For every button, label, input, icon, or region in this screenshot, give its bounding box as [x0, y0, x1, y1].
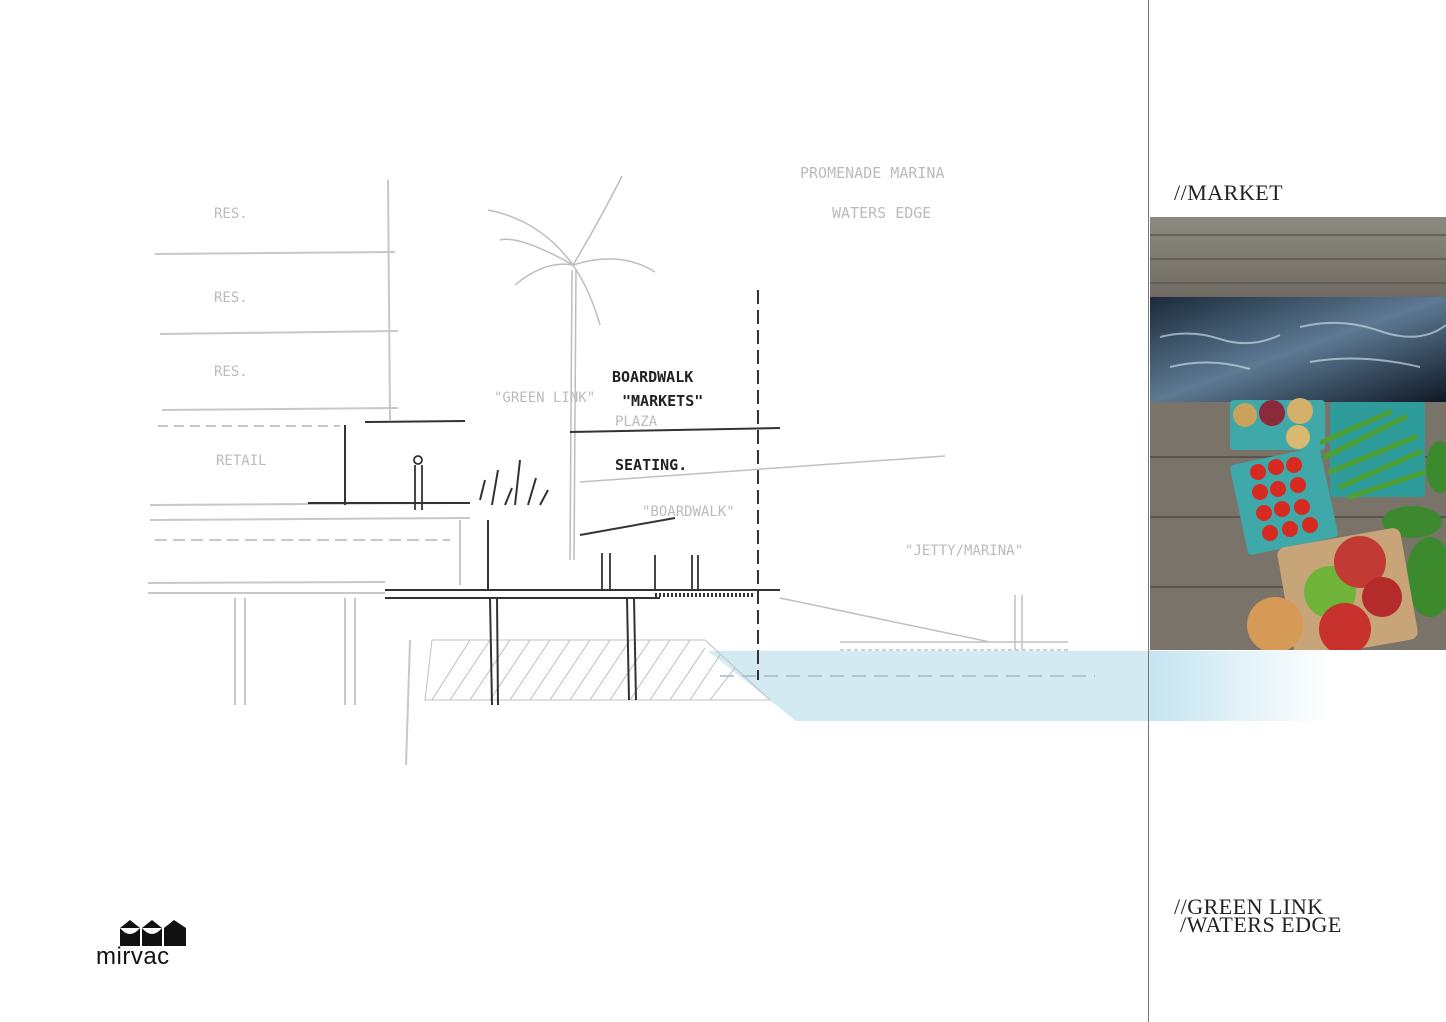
note-plaza: PLAZA	[615, 414, 658, 430]
note-seating: SEATING.	[615, 456, 687, 474]
note-res-2: RES.	[214, 290, 248, 306]
note-markets: "MARKETS"	[622, 392, 703, 410]
heading-line-1: //GREEN LINK	[1174, 894, 1324, 919]
heading-line-2: /WATERS EDGE	[1180, 912, 1342, 937]
water-fade	[1150, 651, 1330, 721]
note-retail: RETAIL	[216, 453, 267, 469]
note-green-link: "GREEN LINK"	[494, 390, 595, 406]
green-link-waters-edge-heading: //GREEN LINK /WATERS EDGE	[1174, 896, 1342, 937]
jetty-sketch	[579, 455, 1068, 651]
mirvac-logo-text: mirvac	[96, 943, 170, 970]
market-produce-photo	[1150, 217, 1446, 650]
note-boardwalk: BOARDWALK	[612, 368, 693, 386]
palm-tree-sketch	[487, 175, 656, 561]
ground-hatch	[424, 639, 772, 701]
note-waters-edge: WATERS EDGE	[832, 204, 931, 222]
note-promenade-marina: PROMENADE MARINA	[800, 164, 945, 182]
boardwalk-structure	[308, 290, 781, 706]
people-figures	[413, 455, 699, 590]
note-jetty-marina: "JETTY/MARINA"	[905, 543, 1023, 559]
building-floors	[147, 179, 471, 766]
vertical-divider	[1148, 0, 1149, 1022]
note-res-1: RES.	[214, 206, 248, 222]
sketch-annotations: RES. RES. RES. RETAIL "GREEN LINK" PROME…	[214, 164, 1023, 559]
water-area	[708, 651, 1150, 721]
sketch-annotations-dark: BOARDWALK "MARKETS" SEATING.	[612, 368, 703, 474]
architectural-section-sketch: RES. RES. RES. RETAIL "GREEN LINK" PROME…	[147, 164, 1150, 766]
market-heading: //MARKET	[1174, 180, 1284, 205]
mirvac-logo-icon	[120, 920, 186, 946]
note-res-3: RES.	[214, 364, 248, 380]
note-boardwalk-2: "BOARDWALK"	[642, 504, 735, 520]
